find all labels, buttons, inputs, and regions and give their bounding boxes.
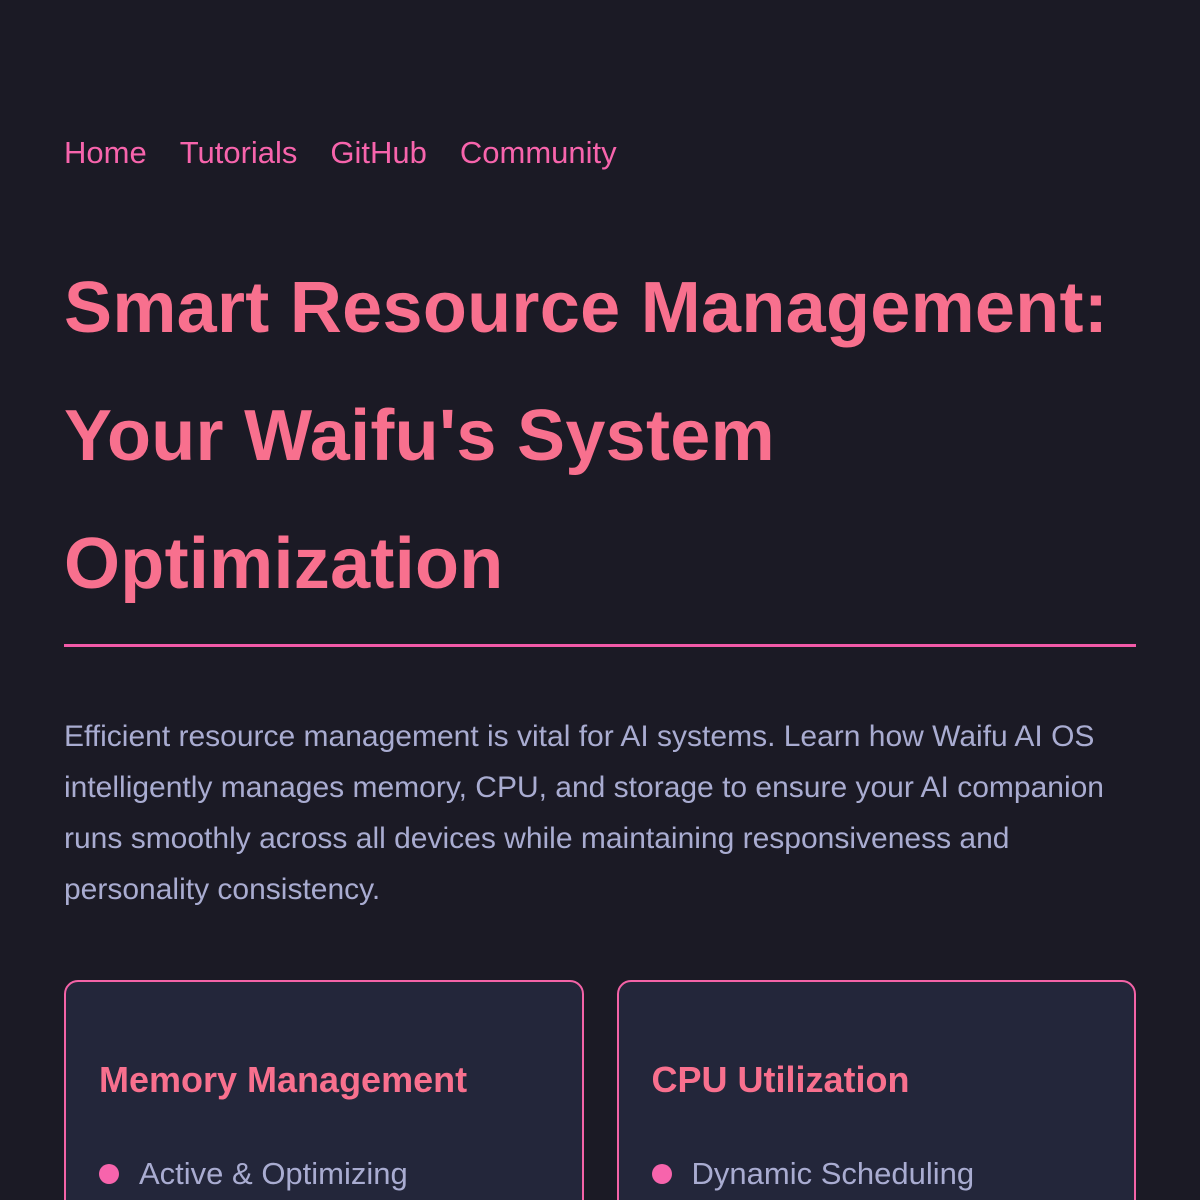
nav-link-community[interactable]: Community bbox=[459, 135, 617, 170]
nav-link-home[interactable]: Home bbox=[64, 135, 147, 170]
list-item-label: Dynamic Scheduling bbox=[691, 1156, 975, 1191]
card-memory-management: Memory Management Active & Optimizing bbox=[64, 980, 584, 1200]
list-item: Dynamic Scheduling bbox=[651, 1152, 1135, 1196]
status-dot-icon bbox=[99, 1164, 119, 1184]
card-title: CPU Utilization bbox=[651, 1059, 910, 1100]
card-cpu-utilization: CPU Utilization Dynamic Scheduling bbox=[616, 980, 1136, 1200]
title-divider bbox=[64, 644, 1136, 647]
intro-paragraph: Efficient resource management is vital f… bbox=[64, 720, 1104, 906]
feature-cards: Memory Management Active & Optimizing CP… bbox=[64, 980, 1136, 1200]
card-list: Active & Optimizing bbox=[99, 1152, 582, 1196]
list-item-label: Active & Optimizing bbox=[139, 1156, 408, 1191]
card-title: Memory Management bbox=[99, 1059, 468, 1100]
list-item: Active & Optimizing bbox=[99, 1152, 582, 1196]
status-dot-icon bbox=[651, 1164, 672, 1184]
card-list: Dynamic Scheduling bbox=[651, 1152, 1135, 1196]
page-title: Smart Resource Management: Your Waifu's … bbox=[64, 268, 1109, 604]
nav-link-tutorials[interactable]: Tutorials bbox=[179, 135, 298, 170]
nav-link-github[interactable]: GitHub bbox=[330, 135, 427, 170]
top-nav: Home Tutorials GitHub Community bbox=[64, 132, 617, 174]
